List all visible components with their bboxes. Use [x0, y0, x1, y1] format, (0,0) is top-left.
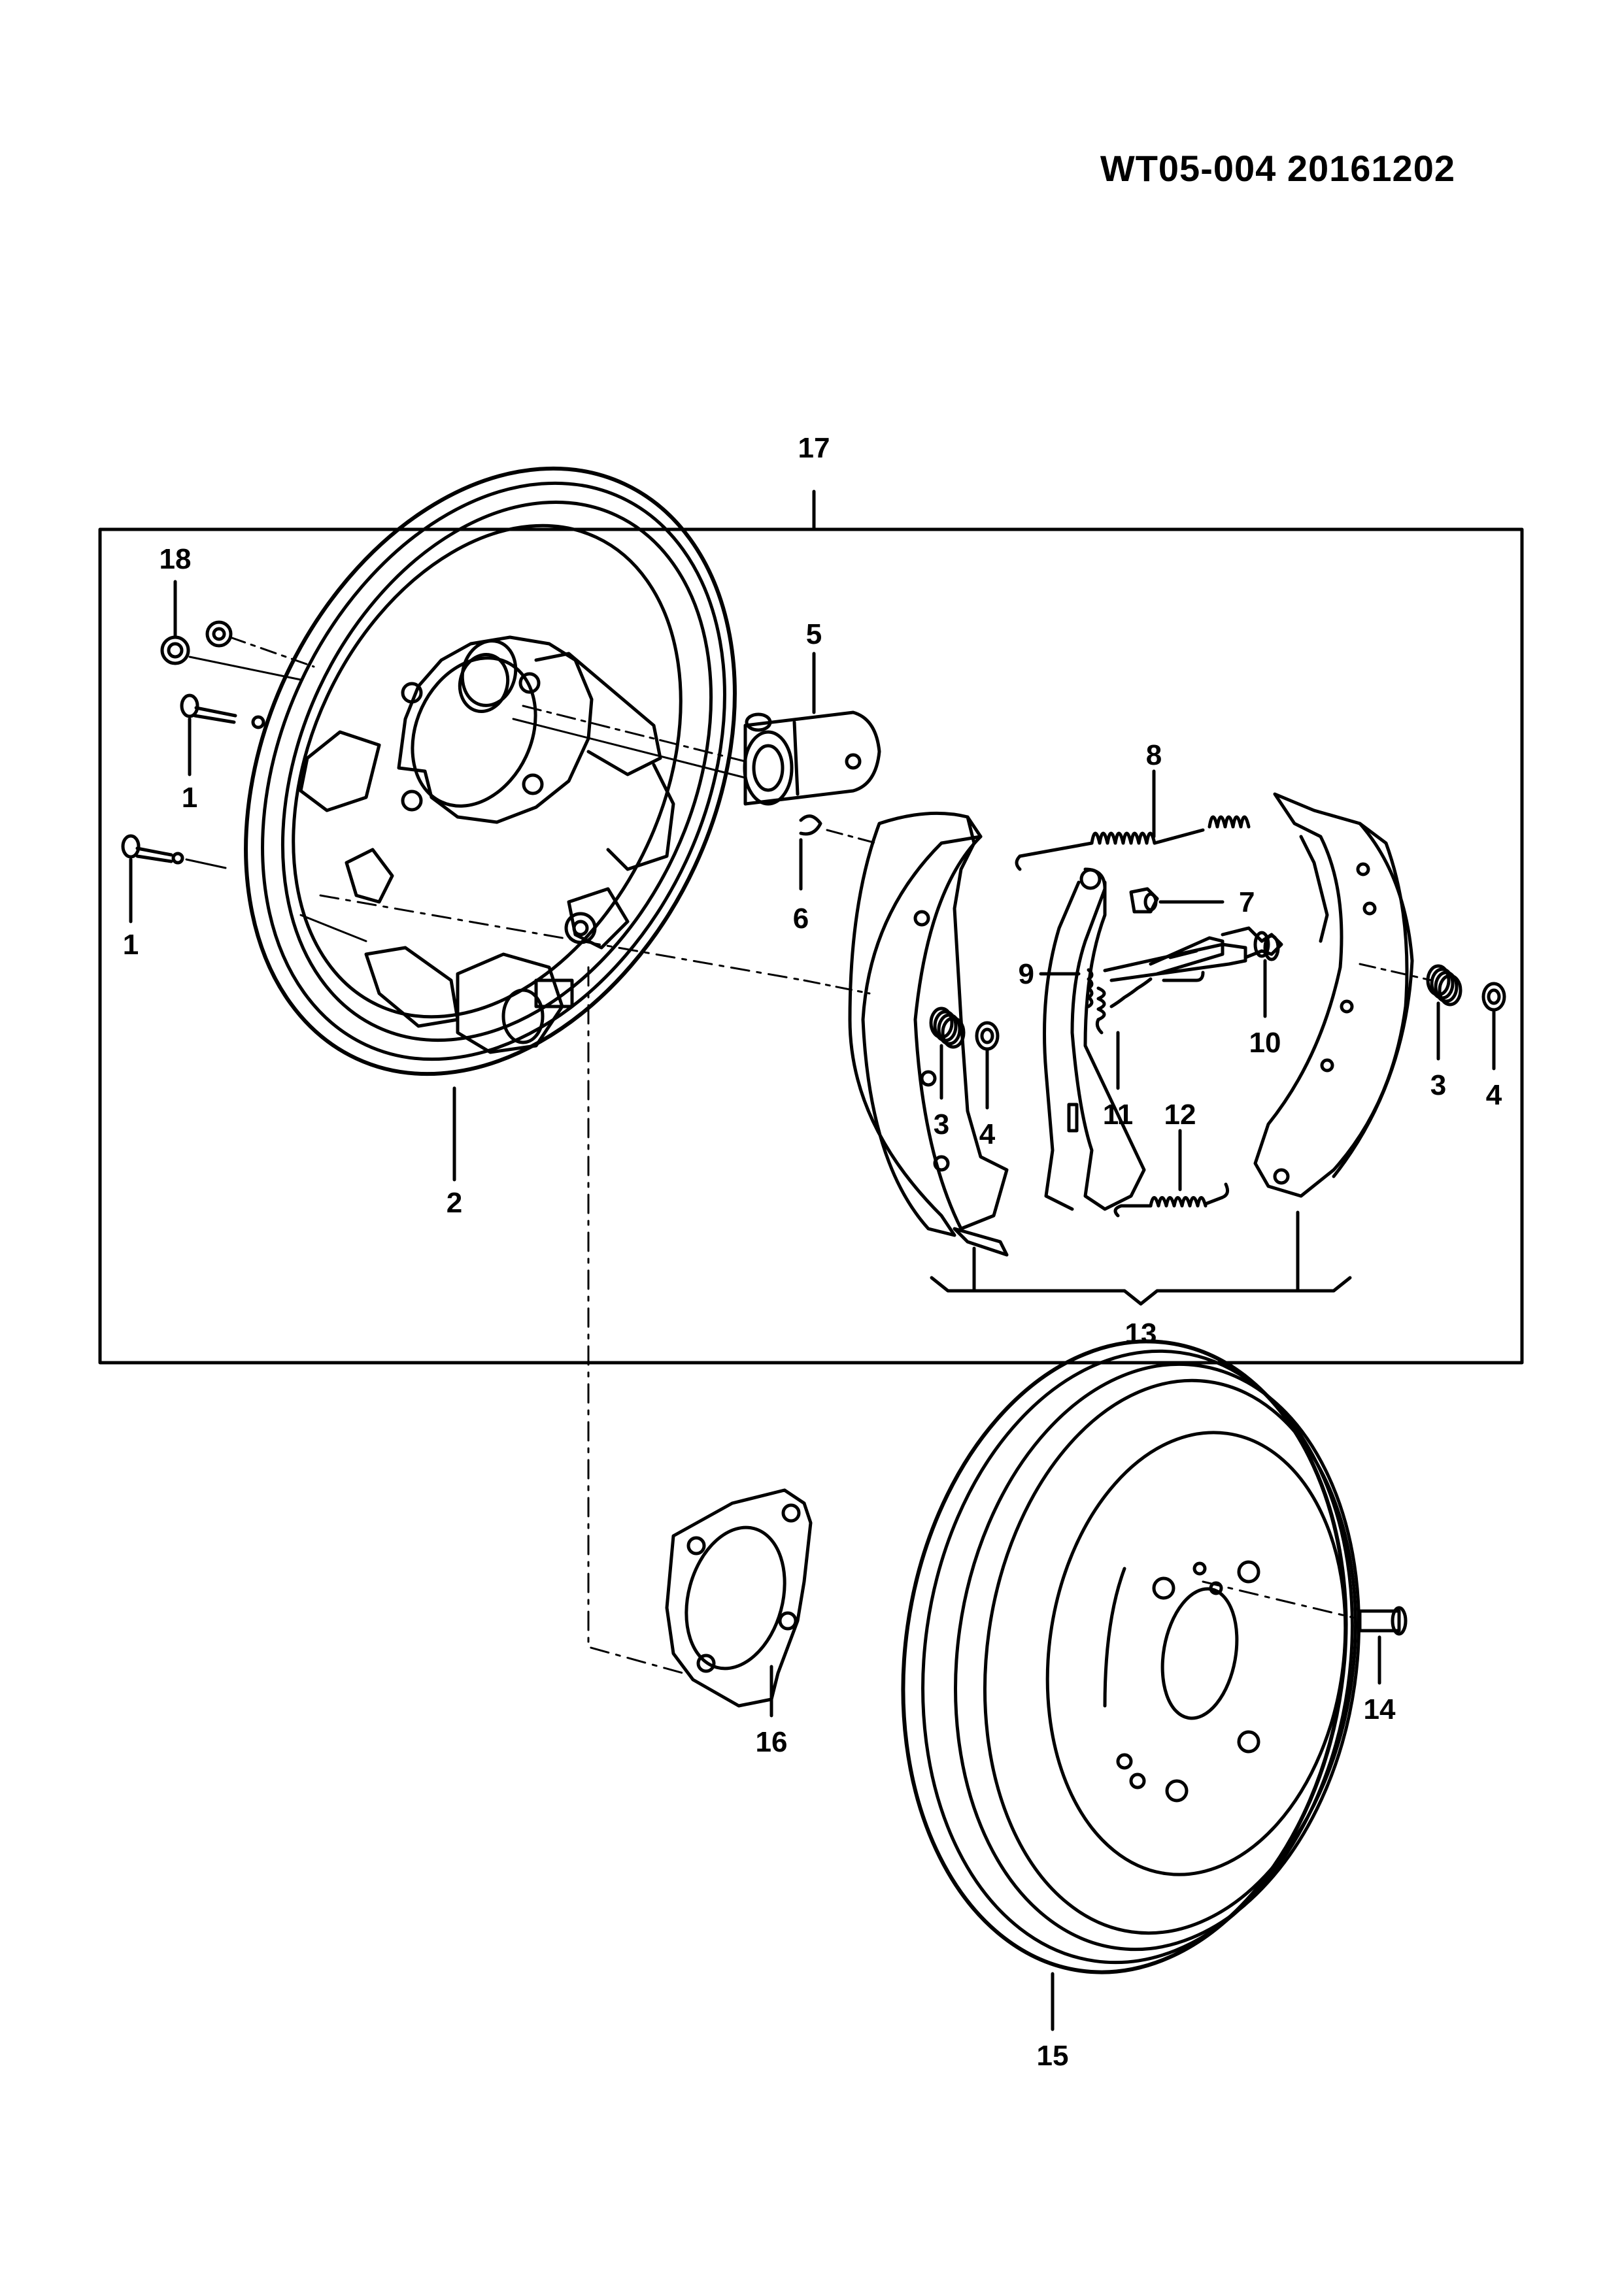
retaining-clip	[799, 814, 877, 844]
hold-down-spring-right	[1426, 964, 1462, 1007]
callout-6: 6	[793, 903, 809, 935]
callout-2: 2	[447, 1187, 462, 1219]
mounting-bolt-lower	[121, 834, 227, 869]
callout-11: 11	[1103, 1099, 1134, 1131]
hold-down-cup-right	[1481, 982, 1506, 1012]
callout-12: 12	[1164, 1099, 1196, 1131]
anchor-nut-18	[160, 620, 315, 681]
callout-1-lower: 1	[123, 929, 139, 961]
brake-shoe-primary	[319, 811, 1009, 1257]
callout-10: 10	[1249, 1027, 1281, 1059]
adjuster-pin	[1129, 887, 1225, 914]
alignment-line-gasket	[587, 966, 684, 1674]
callout-13: 13	[1125, 1318, 1157, 1350]
callout-3-right: 3	[1430, 1069, 1446, 1101]
callout-15: 15	[1037, 2040, 1069, 2072]
brake-shoe-secondary	[1253, 792, 1433, 1198]
callout-14: 14	[1364, 1693, 1396, 1725]
hold-down-spring-left	[929, 1007, 966, 1049]
callout-17: 17	[798, 432, 830, 464]
backing-plate	[244, 466, 737, 1076]
callout-4-left: 4	[979, 1118, 996, 1150]
adjuster-spring	[1087, 968, 1205, 1035]
adjuster-assembly	[1103, 926, 1283, 982]
mounting-bolt-upper	[180, 693, 265, 729]
callout-1-upper: 1	[182, 782, 197, 814]
callout-3-left: 3	[934, 1108, 949, 1140]
lower-return-spring	[1113, 1182, 1230, 1218]
parking-brake-lever	[1043, 867, 1146, 1211]
gasket-16	[665, 1488, 813, 1708]
assembly-frame	[98, 527, 1524, 1365]
callout-5: 5	[806, 618, 822, 650]
callout-9: 9	[1019, 958, 1034, 990]
callout-4-right: 4	[1486, 1079, 1502, 1111]
callout-8: 8	[1146, 739, 1162, 771]
wheel-cylinder	[512, 705, 881, 806]
drum-screw	[1202, 1580, 1408, 1636]
brake-drum	[901, 1339, 1360, 1974]
upper-return-spring	[1015, 815, 1251, 871]
hold-down-cup-left	[975, 1021, 1000, 1051]
diagram-code-label: WT05-004 20161202	[1100, 148, 1455, 189]
callout-7: 7	[1239, 886, 1255, 918]
callout-16: 16	[756, 1726, 788, 1758]
callout-18: 18	[160, 543, 192, 575]
bracket-13	[930, 1276, 1352, 1306]
